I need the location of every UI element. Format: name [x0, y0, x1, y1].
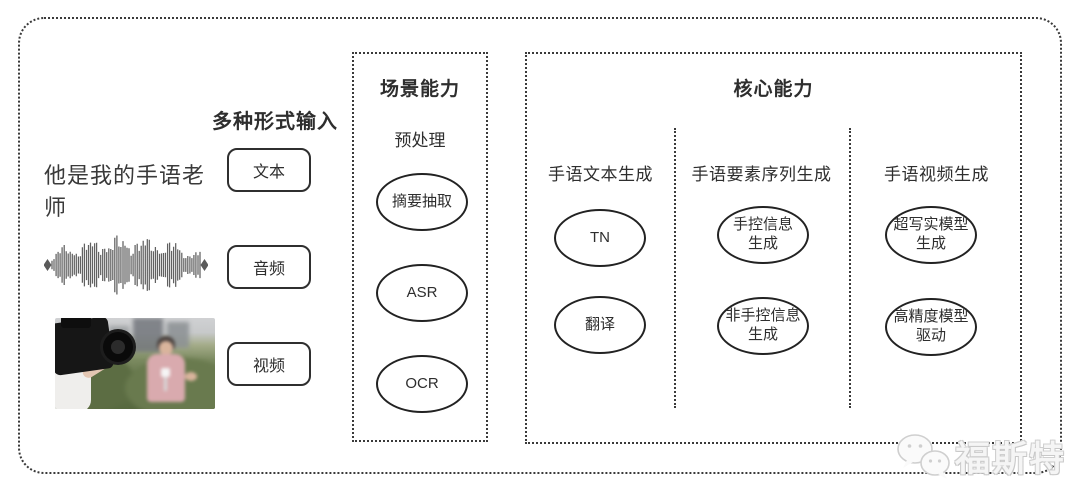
column-header-element-sequence-generation: 手语要素序列生成 — [691, 165, 832, 184]
outer-dotted-border — [18, 17, 1062, 474]
input-section-label: 多种形式输入 — [212, 111, 338, 133]
watermark-text: 福斯特 — [955, 439, 1067, 479]
thumb-reporter — [141, 336, 197, 409]
column-divider — [849, 128, 851, 408]
node-tn: TN — [554, 209, 646, 267]
input-box-text-label: 文本 — [252, 164, 285, 181]
core-capability-box: 核心能力 手语文本生成 手语要素序列生成 手语视频生成 TN 翻译 手控信息 生… — [525, 52, 1022, 444]
node-translation: 翻译 — [554, 296, 646, 354]
node-non-manual-info-generation: 非手控信息 生成 — [717, 297, 809, 355]
node-asr: ASR — [376, 264, 468, 322]
scene-capability-box: 场景能力 预处理 摘要抽取 ASR OCR — [352, 52, 488, 442]
input-box-audio-label: 音频 — [252, 261, 285, 278]
watermark: 福斯特 — [893, 430, 1066, 482]
column-divider — [674, 128, 676, 408]
node-high-precision-model-driving: 高精度模型 驱动 — [885, 298, 977, 356]
column-header-text-generation: 手语文本生成 — [548, 165, 653, 184]
scene-box-subtitle: 预处理 — [394, 131, 446, 150]
audio-waveform-icon — [44, 235, 208, 295]
input-box-video-label: 视频 — [252, 358, 285, 375]
column-header-video-generation: 手语视频生成 — [884, 165, 989, 184]
node-summary-extraction: 摘要抽取 — [376, 173, 468, 231]
wechat-icon — [897, 434, 950, 479]
input-box-audio: 音频 — [227, 245, 311, 289]
core-box-title: 核心能力 — [733, 79, 814, 100]
node-ocr: OCR — [376, 355, 468, 413]
node-manual-info-generation: 手控信息 生成 — [717, 206, 809, 264]
video-thumbnail — [55, 318, 215, 409]
input-box-text: 文本 — [227, 148, 311, 192]
input-box-video: 视频 — [227, 342, 311, 386]
scene-box-title: 场景能力 — [379, 79, 460, 100]
node-hyperrealistic-model-generation: 超写实模型 生成 — [885, 206, 977, 264]
example-sentence: 他是我的手语老师 — [44, 163, 206, 220]
thumb-camera-operator — [55, 318, 135, 409]
